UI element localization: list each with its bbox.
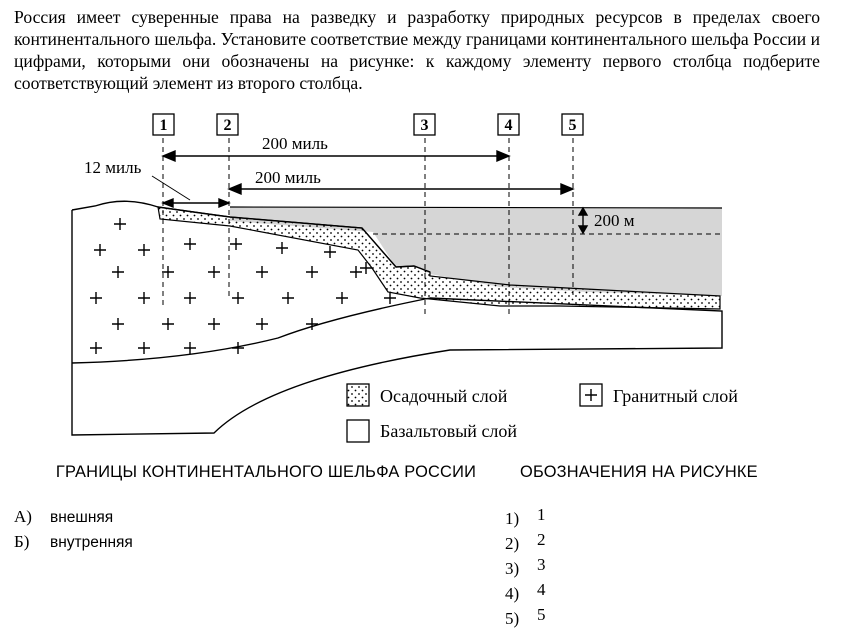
- list-item: А) внешняя: [14, 504, 133, 529]
- marker-label-2: 2: [224, 117, 232, 134]
- granite-plus-mark: [282, 292, 294, 304]
- marker-label-5: 5: [569, 117, 577, 134]
- granite-plus-mark: [138, 342, 150, 354]
- granite-plus-marks: [90, 218, 396, 354]
- granite-plus-mark: [306, 266, 318, 278]
- legend-plus: [585, 389, 597, 401]
- depth-label: 200 м: [594, 211, 635, 230]
- item-marker: 1): [505, 509, 520, 528]
- granite-plus-mark: [230, 238, 242, 250]
- item-marker: 3): [505, 559, 520, 578]
- item-marker: 5): [505, 609, 520, 628]
- granite-plus-mark: [232, 342, 244, 354]
- item-text: 3: [537, 555, 546, 574]
- granite-plus-mark: [138, 292, 150, 304]
- legend-label-sediment: Осадочный слой: [380, 386, 508, 406]
- granite-plus-mark: [384, 292, 396, 304]
- marker-box-2: [216, 113, 239, 136]
- item-text: внутренняя: [50, 534, 133, 551]
- granite-plus-mark: [114, 218, 126, 230]
- marker-box-1: [152, 113, 175, 136]
- marker-label-3: 3: [421, 117, 429, 134]
- granite-plus-mark: [184, 238, 196, 250]
- granite-plus-mark: [208, 266, 220, 278]
- marker-box-4: [497, 113, 520, 136]
- granite-plus-mark: [336, 292, 348, 304]
- legend-label-basalt: Базальтовый слой: [380, 421, 517, 441]
- granite-plus-mark: [256, 266, 268, 278]
- granite-plus-mark: [360, 262, 372, 274]
- granite-plus-mark: [162, 266, 174, 278]
- item-text: 1: [537, 505, 546, 524]
- granite-plus-mark: [232, 292, 244, 304]
- marker-box-3: [413, 113, 436, 136]
- dist-label-12: 12 миль: [84, 158, 142, 177]
- list-item: 1) 1: [505, 505, 546, 531]
- granite-plus-mark: [350, 266, 362, 278]
- item-text: 2: [537, 530, 546, 549]
- legend-swatch-sediment: [346, 383, 370, 407]
- leader-12: [151, 175, 191, 201]
- list-item: 4) 4: [505, 580, 546, 606]
- item-marker: 2): [505, 534, 520, 553]
- item-text: 5: [537, 605, 546, 624]
- granite-plus-mark: [162, 318, 174, 330]
- legend-label-granite: Гранитный слой: [613, 386, 738, 406]
- granite-plus-mark: [138, 244, 150, 256]
- granite-plus-mark: [184, 342, 196, 354]
- right-column-header: ОБОЗНАЧЕНИЯ НА РИСУНКЕ: [520, 463, 758, 481]
- granite-plus-mark: [324, 246, 336, 258]
- granite-plus-mark: [112, 318, 124, 330]
- dist-label-200-top: 200 миль: [262, 134, 328, 153]
- marker-label-1: 1: [160, 117, 168, 134]
- item-marker: А): [14, 507, 32, 526]
- marker-label-4: 4: [505, 117, 513, 134]
- granite-plus-mark: [184, 292, 196, 304]
- granite-plus-mark: [90, 292, 102, 304]
- granite-plus-mark: [276, 242, 288, 254]
- boundary-list: А) внешняя Б) внутренняя: [14, 504, 133, 554]
- item-text: внешняя: [50, 509, 114, 526]
- marker-box-5: [561, 113, 584, 136]
- list-item: Б) внутренняя: [14, 529, 133, 554]
- sea-surface-line: [229, 206, 723, 209]
- granite-plus-mark: [306, 318, 318, 330]
- granite-plus-mark: [112, 266, 124, 278]
- legend-swatch-basalt: [346, 419, 370, 443]
- basalt-outline: [71, 210, 723, 436]
- task-text: Россия имеет суверенные права на разведк…: [14, 7, 820, 93]
- shelf-diagram: 1 2 3 4 5 200 миль 200 миль 12 миль 200 …: [71, 113, 738, 443]
- granite-plus-mark: [256, 318, 268, 330]
- granite-plus-mark: [90, 342, 102, 354]
- dist-label-200-bottom: 200 миль: [255, 168, 321, 187]
- granite-plus-mark: [94, 244, 106, 256]
- item-text: 4: [537, 580, 546, 599]
- list-item: 3) 3: [505, 555, 546, 581]
- designation-list: 1) 1 2) 2 3) 3 4) 4 5) 5: [505, 505, 546, 631]
- item-marker: 4): [505, 584, 520, 603]
- left-column-header: ГРАНИЦЫ КОНТИНЕНТАЛЬНОГО ШЕЛЬФА РОССИИ: [55, 463, 477, 481]
- item-marker: Б): [14, 532, 30, 551]
- list-item: 5) 5: [505, 605, 546, 631]
- granite-plus-mark: [208, 318, 220, 330]
- list-item: 2) 2: [505, 530, 546, 556]
